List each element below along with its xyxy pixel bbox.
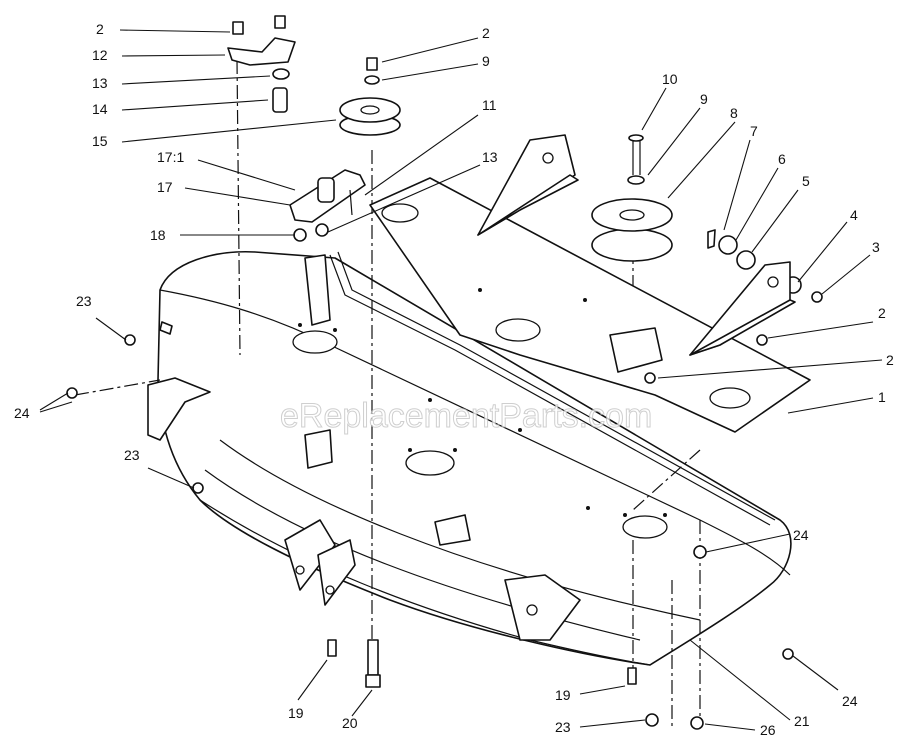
callout-23: 23 (124, 447, 140, 463)
callout-19: 19 (288, 705, 304, 721)
deck-brackets (147, 327, 663, 641)
callout-3: 3 (872, 239, 880, 255)
callout-1: 1 (878, 389, 886, 405)
callout-2: 2 (96, 21, 104, 37)
callout-19: 19 (555, 687, 571, 703)
callout-2: 2 (482, 25, 490, 41)
hardware (66, 321, 794, 730)
callout-10: 10 (662, 71, 678, 87)
callout-9: 9 (482, 53, 490, 69)
callout-13: 13 (482, 149, 498, 165)
callout-14: 14 (92, 101, 108, 117)
callouts: 2 12 13 14 15 2 9 11 17:1 17 13 18 10 9 … (14, 21, 894, 738)
idler-pulley (339, 57, 401, 136)
callout-2: 2 (886, 352, 894, 368)
callout-20: 20 (342, 715, 358, 731)
leader-lines (39, 29, 883, 731)
callout-23: 23 (555, 719, 571, 735)
callout-21: 21 (794, 713, 810, 729)
callout-24: 24 (793, 527, 809, 543)
callout-8: 8 (730, 105, 738, 121)
belt-guard-rod (329, 251, 776, 526)
callout-15: 15 (92, 133, 108, 149)
callout-4: 4 (850, 207, 858, 223)
callout-18: 18 (150, 227, 166, 243)
callout-11: 11 (482, 97, 497, 113)
spindle-pulley-assembly (591, 134, 823, 303)
callout-17-1: 17:1 (157, 149, 184, 165)
callout-24: 24 (842, 693, 858, 709)
callout-23: 23 (76, 293, 92, 309)
callout-5: 5 (802, 173, 810, 189)
callout-6: 6 (778, 151, 786, 167)
upper-baffles (477, 134, 796, 356)
callout-26: 26 (760, 722, 776, 738)
callout-12: 12 (92, 47, 108, 63)
watermark: eReplacementParts.com (280, 397, 652, 435)
callout-17: 17 (157, 179, 173, 195)
callout-7: 7 (750, 123, 758, 139)
deck-cover-plate (369, 177, 811, 433)
idler-arm-assembly (227, 15, 366, 326)
callout-13: 13 (92, 75, 108, 91)
callout-2: 2 (878, 305, 886, 321)
callout-9: 9 (700, 91, 708, 107)
callout-24: 24 (14, 405, 30, 421)
deck-openings (292, 288, 668, 539)
